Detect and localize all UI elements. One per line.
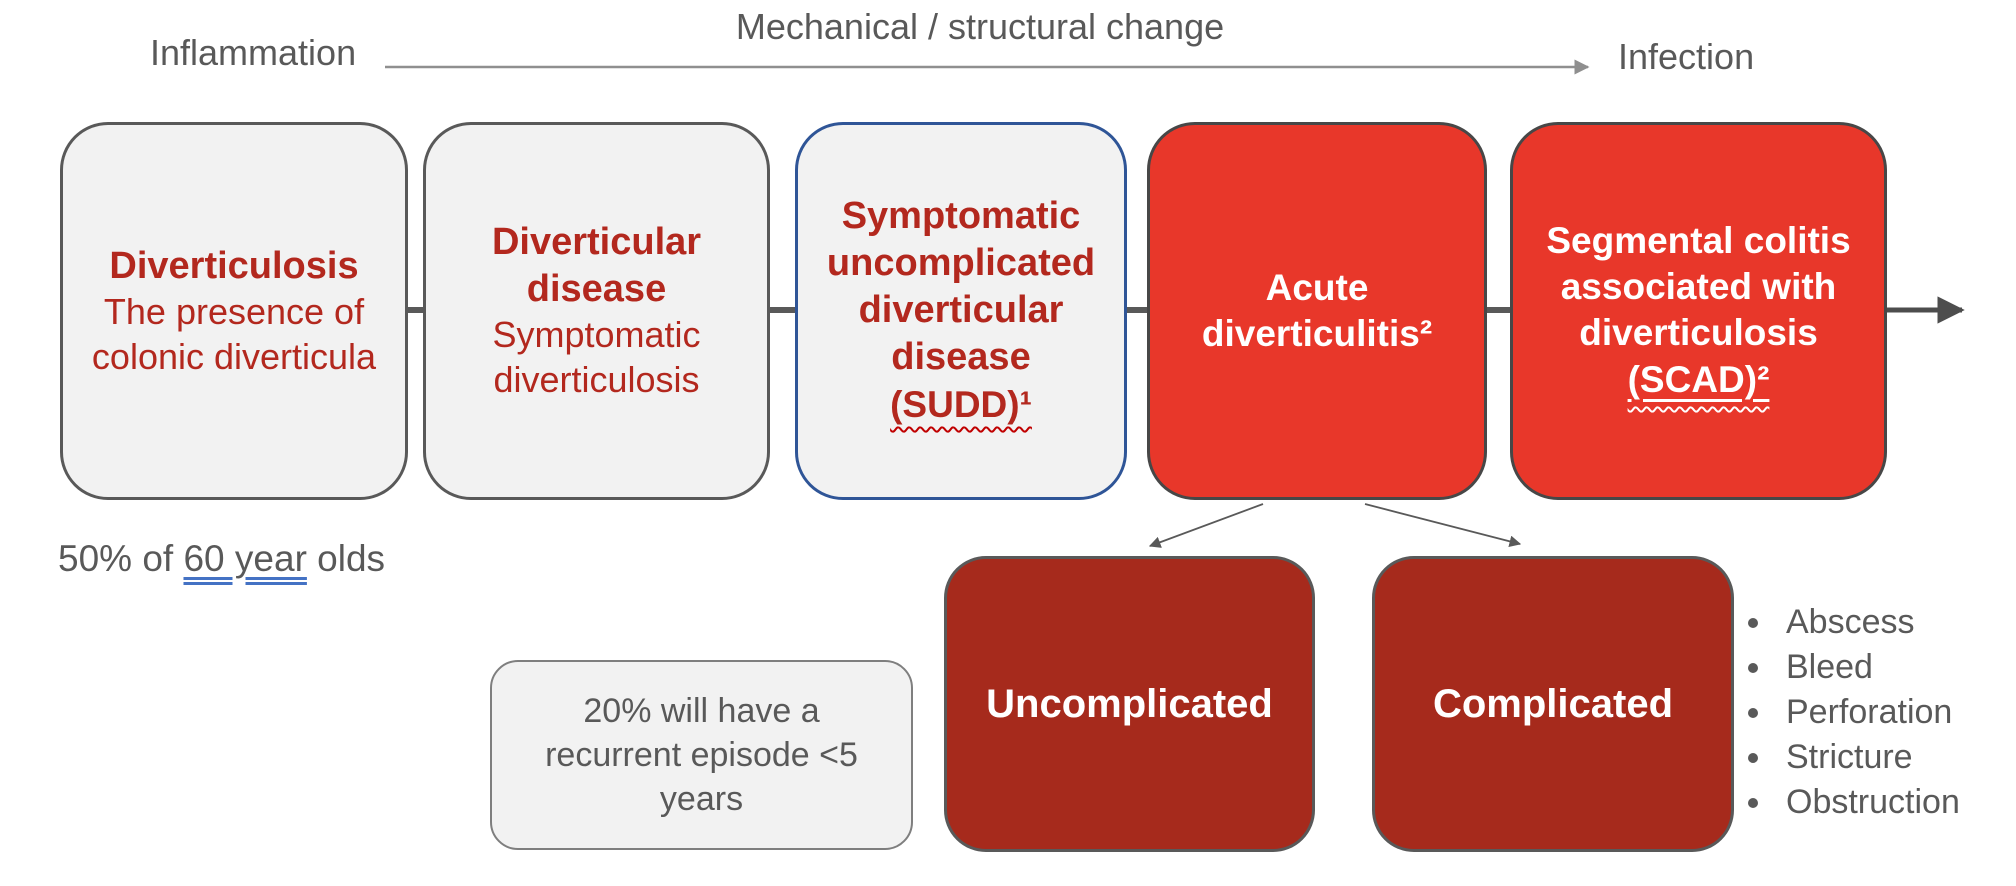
recurrence-note-text: 20% will have a recurrent episode <5 yea… [545, 691, 858, 819]
stage-acronym-sudd: (SUDD)¹ [890, 384, 1032, 426]
prevalence-suffix: olds [306, 538, 386, 579]
stage-box-diverticulosis: Diverticulosis The presence of colonic d… [60, 122, 408, 500]
stage-acronym-scad: (SCAD)² [1627, 358, 1770, 400]
bullet-icon [1748, 797, 1758, 808]
outcome-label: Uncomplicated [986, 681, 1273, 726]
complication-label: Stricture [1786, 738, 1913, 776]
bullet-icon [1748, 707, 1758, 718]
stage-box-diverticular-disease: Diverticular disease Symptomatic diverti… [423, 122, 770, 500]
axis-label-mechanical-structural-change: Mechanical / structural change [735, 6, 1225, 47]
list-item: Bleed [1748, 645, 1960, 690]
stage-title: Acute diverticulitis² [1201, 267, 1433, 354]
complication-label: Obstruction [1786, 783, 1960, 821]
stage-title: Diverticular disease [491, 221, 702, 311]
complication-label: Perforation [1786, 693, 1953, 731]
complications-list: Abscess Bleed Perforation Stricture Obst… [1748, 600, 1960, 825]
bullet-icon [1748, 617, 1758, 628]
outcome-label: Complicated [1432, 681, 1674, 726]
stage-subtitle: Symptomatic diverticulosis [492, 314, 701, 401]
stage-title: Diverticulosis [109, 244, 359, 287]
recurrence-note-box: 20% will have a recurrent episode <5 yea… [490, 660, 913, 850]
stage-box-sudd: Symptomatic uncomplicated diverticular d… [795, 122, 1127, 500]
complication-label: Bleed [1786, 648, 1873, 686]
axis-label-inflammation: Inflammation [150, 32, 357, 73]
list-item: Perforation [1748, 690, 1960, 735]
stage-title: Symptomatic uncomplicated diverticular d… [826, 194, 1096, 379]
bullet-icon [1748, 752, 1758, 763]
stage-title: Segmental colitis associated with divert… [1546, 220, 1851, 353]
outcome-box-complicated: Complicated [1372, 556, 1734, 852]
prevalence-underlined-text: 60 year [183, 538, 307, 579]
prevalence-prefix: 50% of [58, 538, 184, 579]
axis-label-infection: Infection [1618, 36, 1755, 77]
prevalence-annotation: 50% of 60 year olds [58, 538, 385, 580]
outcome-box-uncomplicated: Uncomplicated [944, 556, 1315, 852]
stage-box-acute-diverticulitis: Acute diverticulitis² [1147, 122, 1487, 500]
list-item: Stricture [1748, 735, 1960, 780]
bullet-icon [1748, 662, 1758, 673]
list-item: Obstruction [1748, 780, 1960, 825]
list-item: Abscess [1748, 600, 1960, 645]
branch-arrow-uncomplicated [1148, 503, 1264, 548]
complication-label: Abscess [1786, 603, 1915, 641]
stage-box-scad: Segmental colitis associated with divert… [1510, 122, 1887, 500]
branch-arrow-complicated [1364, 503, 1522, 548]
stage-subtitle: The presence of colonic diverticula [91, 290, 377, 377]
